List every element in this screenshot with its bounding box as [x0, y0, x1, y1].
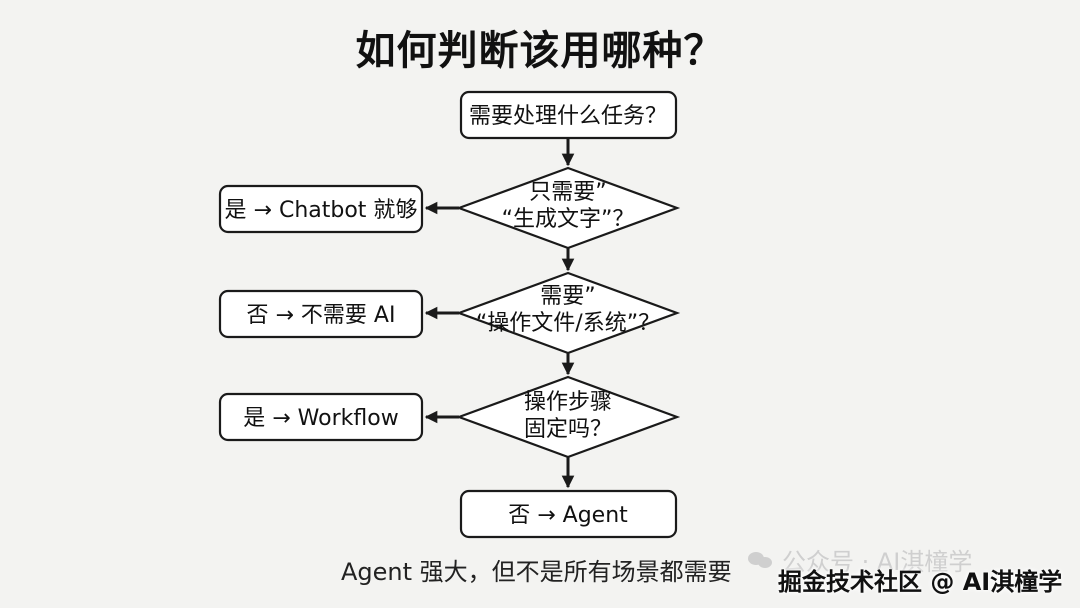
page-title: 如何判断该用哪种？: [355, 28, 725, 74]
outcome-chatbot: 是 → Chatbot 就够: [218, 184, 424, 234]
decision-text-only-line2: “生成文字”？: [502, 207, 635, 232]
watermark: 公众号 · AI淇橦学: [748, 542, 972, 577]
credit-text: 掘金技术社区 @ AI淇橦学: [778, 568, 1063, 596]
decision-operate-files-line2: “操作文件/系统”？: [476, 311, 660, 336]
outcome-agent-label: 否 → Agent: [508, 503, 628, 528]
decision-fixed-steps-line2: 固定吗？: [524, 417, 612, 442]
wechat-icon: [748, 550, 774, 570]
watermark-text: 公众号 · AI淇橦学: [782, 548, 973, 576]
outcome-no-ai: 否 → 不需要 AI: [218, 289, 424, 339]
decision-operate-files-line1: 需要”: [540, 284, 595, 309]
start-node: 需要处理什么任务？: [459, 90, 678, 140]
decision-fixed-steps: 操作步骤 固定吗？: [455, 375, 681, 459]
outcome-workflow: 是 → Workflow: [218, 392, 424, 442]
start-node-label: 需要处理什么任务？: [469, 104, 667, 129]
decision-text-only: 只需要” “生成文字”？: [455, 166, 681, 250]
outcome-workflow-label: 是 → Workflow: [243, 406, 398, 431]
outcome-chatbot-label: 是 → Chatbot 就够: [225, 198, 418, 223]
decision-text-only-line1: 只需要”: [529, 180, 606, 205]
caption: Agent 强大，但不是所有场景都需要: [341, 558, 732, 586]
decision-fixed-steps-line1: 操作步骤: [524, 390, 612, 415]
outcome-agent: 否 → Agent: [459, 489, 678, 539]
outcome-no-ai-label: 否 → 不需要 AI: [247, 303, 396, 328]
decision-operate-files: 需要” “操作文件/系统”？: [455, 271, 681, 355]
